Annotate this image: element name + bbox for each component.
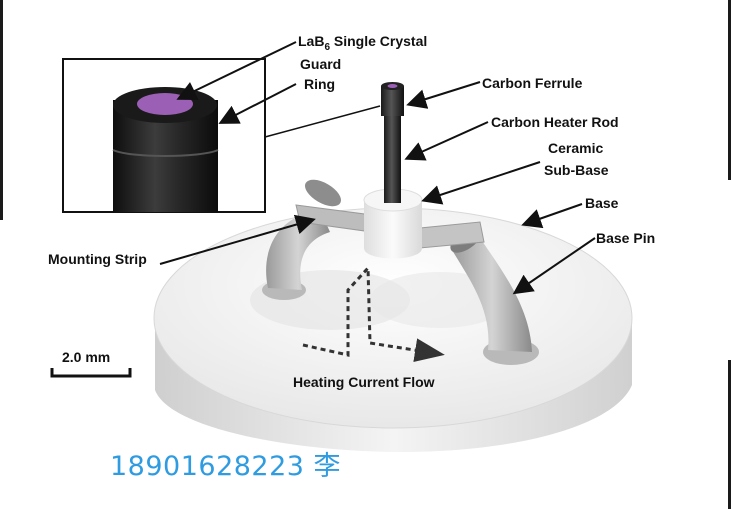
scale-bar (50, 368, 132, 378)
label-guard: Guard (300, 56, 341, 72)
label-heating-current-flow: Heating Current Flow (293, 374, 435, 390)
label-base-pin: Base Pin (596, 230, 655, 246)
label-sub-base: Sub-Base (544, 162, 609, 178)
right-edge-bar-lower (728, 360, 731, 509)
contact-watermark: 18901628223 李 (110, 451, 342, 482)
label-lab6-crystal: LaB6 Single Crystal (298, 33, 427, 53)
right-edge-bar (728, 0, 731, 180)
inset-connector-line (264, 105, 381, 138)
label-ceramic: Ceramic (548, 140, 603, 156)
left-edge-bar (0, 0, 3, 220)
label-mounting-strip: Mounting Strip (48, 251, 147, 267)
label-ring: Ring (304, 76, 335, 92)
crystal-inset-box (62, 58, 266, 213)
heating-current-flow-path (302, 264, 445, 363)
label-scale: 2.0 mm (62, 349, 110, 365)
label-base: Base (585, 195, 619, 211)
label-carbon-heater-rod: Carbon Heater Rod (491, 114, 619, 130)
label-carbon-ferrule: Carbon Ferrule (482, 75, 583, 91)
carbon-heater-rod (381, 82, 404, 203)
leader-lines (159, 41, 596, 295)
